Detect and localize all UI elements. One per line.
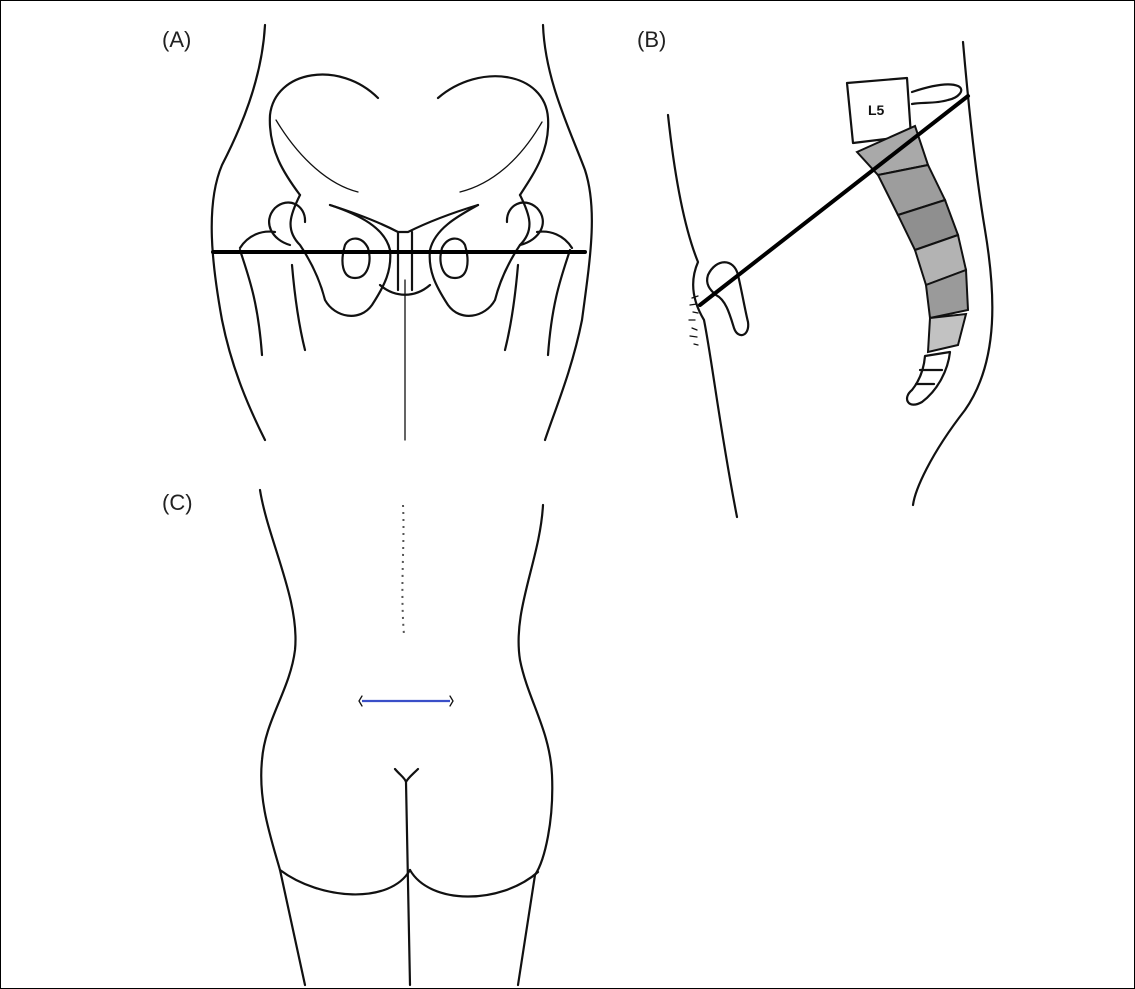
panel-b-label: (B) — [637, 27, 666, 52]
panel-c: (C) — [162, 490, 552, 985]
panel-c-right-buttock — [410, 870, 538, 897]
panel-a-left-ilium — [291, 195, 391, 316]
panel-b-front-outline — [668, 115, 737, 517]
panel-b-l5-spinous-process — [912, 84, 961, 104]
panel-b-sacrum-segment-6 — [928, 314, 966, 352]
panel-c-spine-dotted — [402, 505, 404, 635]
panel-a-left-obturator — [342, 239, 369, 278]
panel-b-coccyx — [907, 352, 950, 405]
panel-a-right-obturator — [441, 239, 468, 278]
panel-c-right-outline — [518, 505, 552, 985]
panel-a-body-left-outline — [212, 25, 265, 440]
panel-c-left-outline — [260, 490, 305, 985]
panel-a-left-femur — [240, 250, 305, 355]
panel-b-l5-label: L5 — [868, 102, 885, 118]
panel-a: (A) — [162, 25, 592, 440]
panel-b: (B) L5 — [637, 27, 992, 517]
panel-c-left-buttock — [280, 870, 410, 894]
panel-a-right-femoral-head — [507, 203, 572, 248]
panel-a-label: (A) — [162, 27, 191, 52]
panel-c-label: (C) — [162, 490, 193, 515]
panel-a-left-crest-inner — [276, 120, 358, 192]
panel-a-right-femur — [505, 250, 570, 355]
